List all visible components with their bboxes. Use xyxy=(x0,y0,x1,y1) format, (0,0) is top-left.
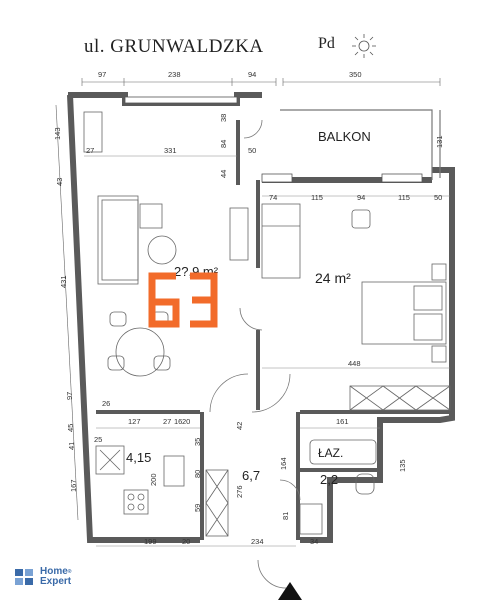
dim-k59: 59 xyxy=(193,504,202,512)
room-label-bathroom: ŁAZ. xyxy=(318,446,343,460)
single-bed-icon xyxy=(261,203,301,279)
room-area-kitchen: 4,15 xyxy=(126,450,151,465)
washbasin-icon xyxy=(299,503,323,535)
bathroom-fixtures xyxy=(299,439,377,535)
toilet-icon xyxy=(355,473,375,495)
dim-left-431: 431 xyxy=(59,275,68,288)
dim-331: 331 xyxy=(164,146,177,155)
dim-164: 164 xyxy=(279,457,288,470)
chair-icon xyxy=(107,355,125,371)
dim-k35: 35 xyxy=(193,438,202,446)
dim-left-41: 41 xyxy=(67,442,76,450)
sofa-icon xyxy=(97,195,139,285)
dim-left-97: 97 xyxy=(65,392,74,400)
street-name: ul. GRUNWALDZKA xyxy=(84,36,264,57)
fridge-icon xyxy=(95,445,125,475)
coffee-table-icon xyxy=(147,235,177,265)
dim-left-143: 143 xyxy=(53,127,62,140)
dim-bot-234: 234 xyxy=(251,537,264,546)
desk-chair-icon xyxy=(351,209,371,229)
kitchen-fixtures xyxy=(95,445,185,515)
inner-walls xyxy=(96,120,452,540)
dim-bot-199: 199 xyxy=(144,537,157,546)
dim-448: 448 xyxy=(348,359,361,368)
entrance-door-icon xyxy=(257,559,287,589)
dim-k26: 26 xyxy=(102,399,110,408)
armchair-icon xyxy=(139,203,163,229)
dim-top-94: 94 xyxy=(248,70,256,79)
watermark-logo xyxy=(148,272,218,328)
dim-top-97: 97 xyxy=(98,70,106,79)
dim-44: 44 xyxy=(219,170,228,178)
balcony-railing xyxy=(280,109,441,180)
room-label-balcony: BALKON xyxy=(318,129,371,144)
logo-line1: Home xyxy=(40,566,68,577)
dim-50b: 50 xyxy=(434,193,442,202)
dim-k80: 80 xyxy=(193,470,202,478)
dim-161: 161 xyxy=(336,417,349,426)
dim-127: 127 xyxy=(128,417,141,426)
dim-50: 50 xyxy=(248,146,256,155)
dim-94: 94 xyxy=(357,193,365,202)
dim-left-43: 43 xyxy=(55,178,64,186)
home-expert-logo: Home® Expert xyxy=(14,566,104,590)
room-area-bathroom: 2,2 xyxy=(320,472,338,487)
dim-k16: 16 xyxy=(174,417,182,426)
dim-k42: 42 xyxy=(235,422,244,430)
dim-left-167: 167 xyxy=(69,479,78,492)
dim-k200: 200 xyxy=(149,473,158,486)
dim-k81: 81 xyxy=(281,512,290,520)
dim-k25: 25 xyxy=(94,435,102,444)
top-dimension-lines xyxy=(81,78,441,86)
hall-wardrobe xyxy=(205,469,229,537)
double-bed-icon xyxy=(361,281,447,345)
sun-icon xyxy=(352,34,376,58)
interior-dimension-lines xyxy=(84,155,450,547)
dim-115a: 115 xyxy=(311,193,323,202)
dim-top-238: 238 xyxy=(168,70,181,79)
bedroom-furniture xyxy=(261,203,451,411)
dim-k27: 27 xyxy=(163,417,171,426)
dim-k20: 20 xyxy=(182,417,190,426)
balcony-door-icon xyxy=(243,119,263,139)
dim-131: 131 xyxy=(435,135,444,148)
door-icon xyxy=(209,373,249,413)
dim-left-45: 45 xyxy=(66,424,75,432)
doors xyxy=(209,119,301,589)
logo-registered: ® xyxy=(67,569,72,575)
dim-115b: 115 xyxy=(398,193,410,202)
dim-38: 38 xyxy=(219,114,228,122)
chair-icon xyxy=(109,311,127,327)
logo-mark-icon xyxy=(15,569,33,585)
left-dimension-lines xyxy=(55,104,79,521)
sideboard-icon xyxy=(229,207,249,261)
room-area-bedroom: 24 m² xyxy=(315,270,351,286)
dim-k276: 276 xyxy=(235,485,244,498)
dim-27: 27 xyxy=(86,146,94,155)
living-furniture xyxy=(83,111,249,377)
orientation-label: Pd xyxy=(318,35,335,52)
dim-84: 84 xyxy=(219,140,228,148)
dim-135: 135 xyxy=(398,459,407,472)
dim-top-350: 350 xyxy=(349,70,362,79)
bathtub-icon xyxy=(309,439,377,465)
dim-bot-20: 20 xyxy=(182,537,190,546)
logo-line2: Expert xyxy=(40,576,72,587)
windows xyxy=(124,96,423,183)
room-area-hall: 6,7 xyxy=(242,468,260,483)
entrance-arrow-icon xyxy=(278,582,302,600)
chair-icon xyxy=(153,355,171,371)
dim-bot-34: 34 xyxy=(310,537,318,546)
sink-icon xyxy=(163,455,185,487)
wardrobe-icon xyxy=(349,385,451,411)
stove-icon xyxy=(123,489,149,515)
dim-74: 74 xyxy=(269,193,277,202)
dining-table-icon xyxy=(115,327,165,377)
